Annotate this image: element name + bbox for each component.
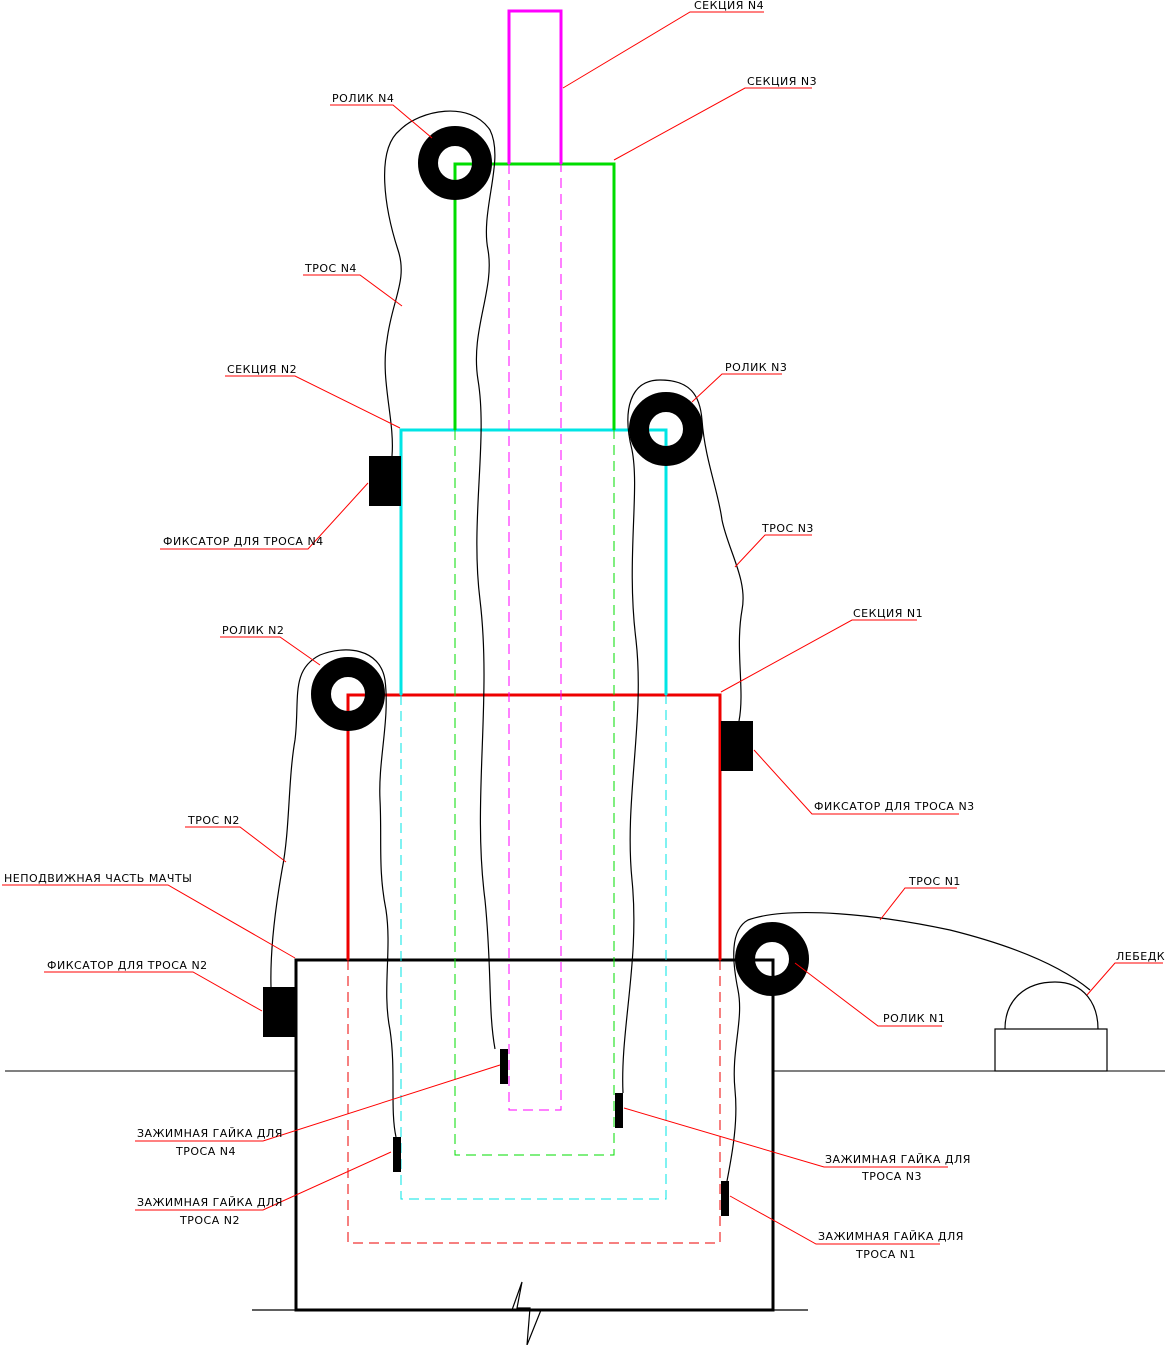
label-section-3: СЕКЦИЯ N3: [747, 75, 817, 88]
label-nut-2-line1: ЗАЖИМНАЯ ГАЙКА ДЛЯ: [137, 1196, 283, 1209]
leader-cable-2: [185, 826, 287, 863]
label-cable-4: ТРОС N4: [304, 262, 357, 275]
cable-2-nut: [393, 1137, 401, 1172]
leader-roller-3: [691, 373, 782, 403]
label-clamp-3: ФИКСАТОР ДЛЯ ТРОСА N3: [814, 800, 975, 813]
label-winch: ЛЕБЕДКА: [1116, 950, 1165, 963]
cable-2: [270, 649, 397, 1138]
label-section-4: СЕКЦИЯ N4: [694, 0, 764, 12]
cable-3: [622, 379, 744, 1094]
leader-clamp-3: [753, 749, 959, 815]
label-nut-1-line1: ЗАЖИМНАЯ ГАЙКА ДЛЯ: [818, 1230, 964, 1243]
label-nut-4-line1: ЗАЖИМНАЯ ГАЙКА ДЛЯ: [137, 1127, 283, 1140]
leader-cable-1: [879, 887, 957, 921]
cable-3-nut: [615, 1093, 623, 1128]
label-cable-1: ТРОС N1: [908, 875, 961, 888]
label-section-1: СЕКЦИЯ N1: [853, 607, 923, 620]
label-clamp-4: ФИКСАТОР ДЛЯ ТРОСА N4: [163, 535, 324, 548]
leader-roller-2: [220, 636, 321, 666]
leader-clamp-2: [44, 971, 263, 1012]
section-2: [399, 428, 668, 1200]
leader-section-2: [225, 375, 401, 429]
label-nut-4-line2: ТРОСА N4: [175, 1145, 236, 1158]
cable-3-clamp: [721, 721, 753, 771]
roller-4: [418, 126, 492, 200]
cable-1: [726, 911, 1091, 1182]
cable-2-clamp: [263, 987, 295, 1037]
roller-3: [629, 392, 703, 466]
labels: СЕКЦИЯ N4 СЕКЦИЯ N3 РОЛИК N4 ТРОС N4 СЕК…: [4, 0, 1165, 1261]
label-cable-3: ТРОС N3: [761, 522, 814, 535]
leader-section-1: [720, 619, 917, 693]
cable-1-nut: [721, 1181, 729, 1216]
leader-section-3: [613, 87, 812, 161]
leader-cable-4: [303, 274, 403, 307]
leader-roller-4: [330, 104, 433, 139]
label-roller-4: РОЛИК N4: [332, 92, 394, 105]
leader-nut-2: [135, 1151, 392, 1211]
label-cable-2: ТРОС N2: [187, 814, 240, 827]
label-roller-3: РОЛИК N3: [725, 361, 787, 374]
leader-nut-4: [135, 1064, 501, 1142]
leader-nut-3: [623, 1107, 948, 1168]
leader-clamp-4: [160, 482, 369, 550]
cable-4: [384, 110, 496, 1050]
label-nut-1-line2: ТРОСА N1: [855, 1248, 916, 1261]
winch: [994, 981, 1108, 1072]
roller-2: [311, 657, 385, 731]
roller-1: [735, 922, 809, 996]
break-line: [252, 1281, 808, 1345]
leader-lines: [2, 11, 1163, 1245]
label-nut-3-line1: ЗАЖИМНАЯ ГАЙКА ДЛЯ: [825, 1153, 971, 1166]
label-roller-1: РОЛИК N1: [883, 1012, 945, 1025]
cable-4-nut: [500, 1049, 508, 1084]
leader-cable-3: [734, 534, 812, 568]
leader-roller-1: [794, 962, 942, 1027]
label-nut-2-line2: ТРОСА N2: [179, 1214, 240, 1227]
label-roller-2: РОЛИК N2: [222, 624, 284, 637]
section-3: [453, 162, 616, 1156]
label-nut-3-line2: ТРОСА N3: [861, 1170, 922, 1183]
label-section-2: СЕКЦИЯ N2: [227, 363, 297, 376]
section-1: [346, 693, 722, 1244]
label-fixed-part: НЕПОДВИЖНАЯ ЧАСТЬ МАЧТЫ: [4, 872, 192, 885]
leader-fixed-part: [2, 884, 296, 959]
cable-4-clamp: [369, 456, 401, 506]
section-4: [507, 9, 563, 1111]
fixed-mast-part: [252, 958, 808, 1345]
leader-winch: [1086, 962, 1163, 996]
leader-nut-1: [729, 1195, 940, 1245]
leader-section-4: [562, 11, 764, 89]
label-clamp-2: ФИКСАТОР ДЛЯ ТРОСА N2: [47, 959, 208, 972]
